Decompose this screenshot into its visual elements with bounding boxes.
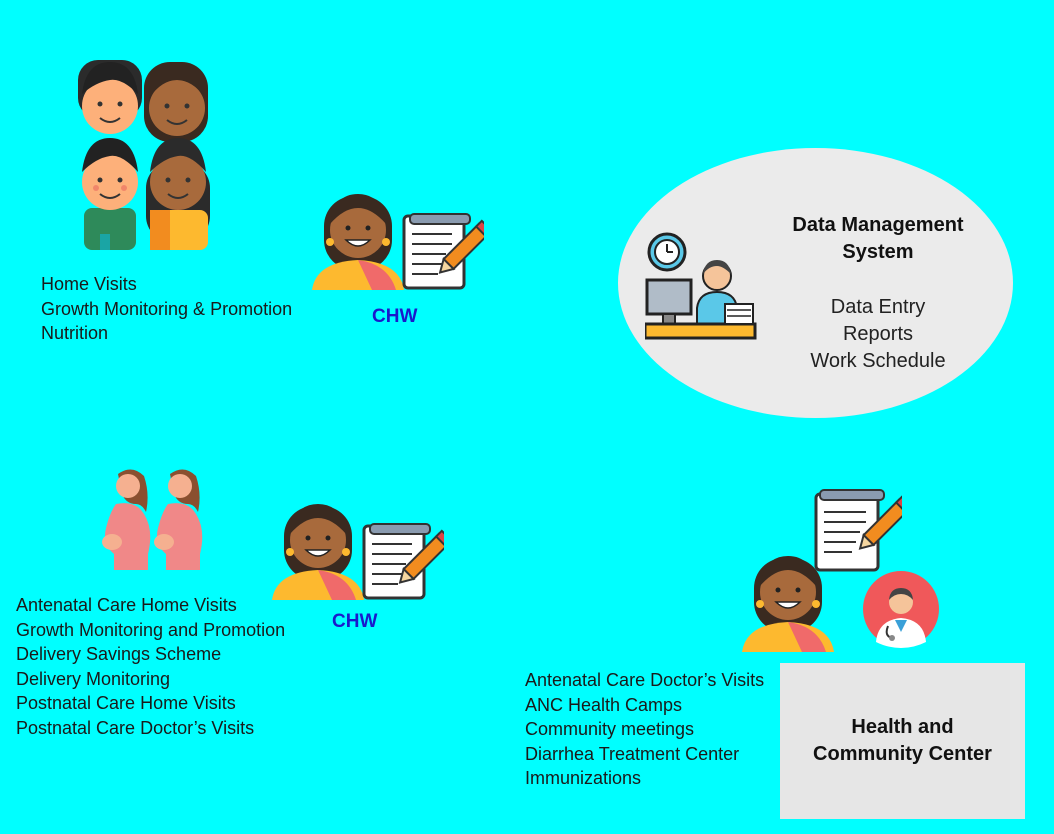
list-item: Growth Monitoring & Promotion bbox=[41, 298, 293, 319]
list-item: Delivery Savings Scheme bbox=[16, 644, 222, 665]
maternal-activities-list: Antenatal Care Home Visits Growth Monito… bbox=[16, 593, 285, 741]
health-center-title: Health and Community Center bbox=[813, 716, 992, 765]
list-item: Diarrhea Treatment Center bbox=[525, 743, 740, 764]
list-item: Data Entry bbox=[830, 296, 926, 318]
dms-title: Data Management System bbox=[792, 214, 964, 263]
chw-worker-icon bbox=[272, 500, 444, 600]
list-item: Immunizations bbox=[525, 768, 642, 789]
family-group-icon bbox=[76, 58, 216, 250]
health-center-box: Health and Community Center bbox=[780, 663, 1025, 819]
list-item: Work Schedule bbox=[810, 350, 946, 372]
doctor-icon bbox=[862, 570, 940, 648]
home-activities-list: Home Visits Growth Monitoring & Promotio… bbox=[41, 272, 292, 346]
list-item: Home Visits bbox=[41, 274, 137, 294]
list-item: Antenatal Care Home Visits bbox=[16, 595, 237, 615]
list-item: ANC Health Camps bbox=[525, 694, 683, 715]
list-item: Antenatal Care Doctor’s Visits bbox=[525, 670, 765, 690]
list-item: Community meetings bbox=[525, 719, 695, 740]
list-item: Postnatal Care Doctor’s Visits bbox=[16, 717, 255, 738]
pregnant-women-icon bbox=[96, 464, 216, 574]
chw-label: CHW bbox=[372, 306, 418, 327]
list-item: Reports bbox=[842, 323, 914, 345]
chw-worker-icon bbox=[312, 190, 484, 290]
center-activities-list: Antenatal Care Doctor’s Visits ANC Healt… bbox=[525, 668, 764, 791]
dms-items: Data Entry Reports Work Schedule bbox=[776, 294, 980, 375]
chw-label: CHW bbox=[332, 611, 378, 632]
list-item: Growth Monitoring and Promotion bbox=[16, 619, 286, 640]
list-item: Delivery Monitoring bbox=[16, 668, 171, 689]
list-item: Nutrition bbox=[41, 323, 109, 344]
list-item: Postnatal Care Home Visits bbox=[16, 693, 236, 714]
health-worker-icon bbox=[742, 552, 836, 652]
clipboard-pencil-icon bbox=[810, 488, 902, 572]
computer-operator-icon bbox=[645, 232, 757, 342]
